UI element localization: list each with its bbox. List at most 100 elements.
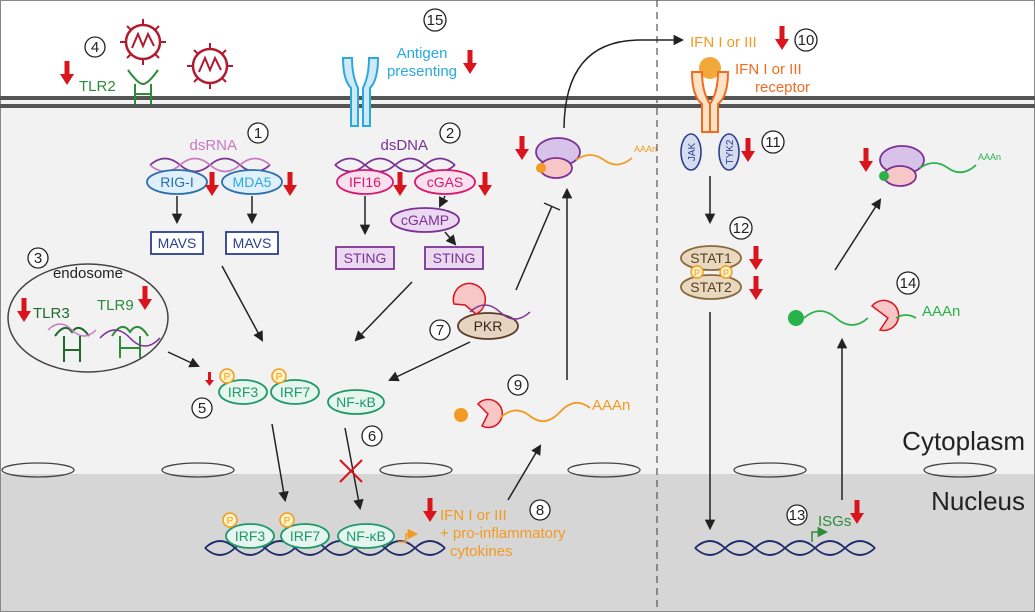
- svg-text:NF-κB: NF-κB: [336, 394, 376, 410]
- irf3-down-arrow: [205, 372, 214, 386]
- nuc-irf3-node: IRF3 P: [222, 512, 275, 549]
- sting-node: STING: [424, 246, 484, 270]
- svg-text:13: 13: [789, 507, 806, 524]
- svg-text:PKR: PKR: [474, 318, 503, 334]
- sting-node: STING: [335, 246, 395, 270]
- svg-text:NF-κB: NF-κB: [346, 528, 386, 544]
- svg-text:P: P: [284, 516, 291, 527]
- dna-helix-right: [694, 540, 876, 556]
- svg-text:MAVS: MAVS: [158, 235, 197, 251]
- svg-text:STAT2: STAT2: [690, 279, 732, 295]
- svg-text:P: P: [723, 268, 729, 278]
- endosome-label: endosome: [53, 265, 123, 282]
- polya-isg: AAAn: [922, 303, 960, 320]
- tlr9-receptor: [111, 325, 149, 358]
- step-11-marker: 11: [761, 130, 785, 154]
- ifn-receptor: [690, 57, 730, 133]
- inhibition-pkr: [515, 202, 561, 291]
- svg-text:RIG-I: RIG-I: [160, 174, 193, 190]
- translating-ribosome: [535, 137, 581, 179]
- ifn-mrna: [454, 398, 591, 429]
- step-10-marker: 10: [794, 28, 818, 52]
- cgamp-node: cGAMP: [390, 207, 460, 233]
- tlr9-label: TLR9: [97, 297, 134, 314]
- svg-text:IRF3: IRF3: [228, 384, 259, 400]
- isg-ribosome: [879, 145, 925, 187]
- receptor-label-line2: receptor: [755, 79, 810, 96]
- step-12-marker: 12: [729, 216, 753, 240]
- dsdna-label: dsDNA: [380, 137, 428, 154]
- svg-text:5: 5: [198, 400, 206, 417]
- svg-text:STING: STING: [344, 250, 387, 266]
- irf7-node: IRF7 P: [270, 368, 320, 405]
- tlr2-receptor: [127, 69, 159, 104]
- tlr3-receptor: [54, 326, 90, 362]
- nuc-nfkb-node: NF-κB: [337, 523, 395, 549]
- blocked-cross: [339, 459, 363, 483]
- svg-text:IFI16: IFI16: [349, 174, 381, 190]
- svg-text:STING: STING: [433, 250, 476, 266]
- step-6-marker: 6: [361, 425, 383, 447]
- antigen-label-line1: Antigen: [397, 45, 448, 62]
- receptor-label-line1: IFN I or III: [735, 61, 802, 78]
- step-8-marker: 8: [529, 499, 551, 521]
- svg-text:12: 12: [733, 220, 750, 237]
- endosome: [7, 263, 169, 373]
- svg-text:4: 4: [91, 39, 99, 56]
- svg-text:MAVS: MAVS: [233, 235, 272, 251]
- virus-icon: [187, 43, 233, 89]
- svg-text:3: 3: [34, 250, 42, 267]
- nuc-ifn-line1: IFN I or III: [440, 507, 507, 524]
- isgs-label: ISGs: [818, 513, 851, 530]
- step-2-marker: 2: [439, 122, 461, 144]
- irf3-node: IRF3 P: [218, 368, 268, 405]
- cgas-node: cGAS: [414, 169, 476, 195]
- nuclear-pores: [1, 462, 997, 478]
- pkr-node: PKR: [457, 312, 519, 340]
- mda5-node: MDA5: [221, 169, 283, 195]
- rig-i-node: RIG-I: [146, 169, 208, 195]
- step-7-marker: 7: [429, 319, 451, 341]
- svg-text:P: P: [227, 516, 234, 527]
- svg-text:MDA5: MDA5: [233, 174, 272, 190]
- step-13-marker: 13: [786, 504, 808, 526]
- stat-phospho: P P: [690, 265, 733, 279]
- ifi16-node: IFI16: [336, 169, 394, 195]
- stat1-node: STAT1: [680, 245, 742, 271]
- nuc-ifn-line3: cytokines: [450, 543, 513, 560]
- virus-icon: [120, 19, 166, 65]
- polya-small-top: AAAn: [634, 144, 657, 154]
- svg-text:IRF3: IRF3: [235, 528, 266, 544]
- svg-text:cGAS: cGAS: [427, 174, 464, 190]
- extracellular-region: [0, 0, 1035, 96]
- svg-text:P: P: [694, 268, 700, 278]
- tlr3-label: TLR3: [33, 305, 70, 322]
- tyk2-node: TYK2: [718, 133, 740, 171]
- tlr2-label: TLR2: [79, 78, 116, 95]
- jak-node: JAK: [680, 133, 702, 171]
- svg-text:STAT1: STAT1: [690, 250, 732, 266]
- svg-text:IRF7: IRF7: [280, 384, 311, 400]
- mavs-node: MAVS: [150, 231, 204, 255]
- nfkb-node: NF-κB: [327, 389, 385, 415]
- svg-text:14: 14: [900, 275, 917, 292]
- nuc-irf7-node: IRF7 P: [279, 512, 330, 549]
- step-15-marker: 15: [423, 8, 447, 32]
- stat2-node: STAT2: [680, 274, 742, 300]
- svg-text:6: 6: [368, 428, 376, 445]
- step-1-marker: 1: [247, 122, 269, 144]
- svg-text:9: 9: [514, 377, 522, 394]
- svg-text:11: 11: [765, 134, 781, 151]
- step-9-marker: 9: [507, 374, 529, 396]
- svg-text:TYK2: TYK2: [725, 139, 736, 164]
- svg-text:1: 1: [254, 125, 262, 142]
- svg-text:8: 8: [536, 502, 544, 519]
- svg-text:10: 10: [798, 32, 815, 49]
- dsrna-label: dsRNA: [189, 137, 237, 154]
- polya-cyto: AAAn: [592, 397, 630, 414]
- svg-text:IRF7: IRF7: [290, 528, 321, 544]
- mhc-receptor: [341, 57, 380, 127]
- mavs-node: MAVS: [225, 231, 279, 255]
- antigen-label-line2: presenting: [387, 63, 457, 80]
